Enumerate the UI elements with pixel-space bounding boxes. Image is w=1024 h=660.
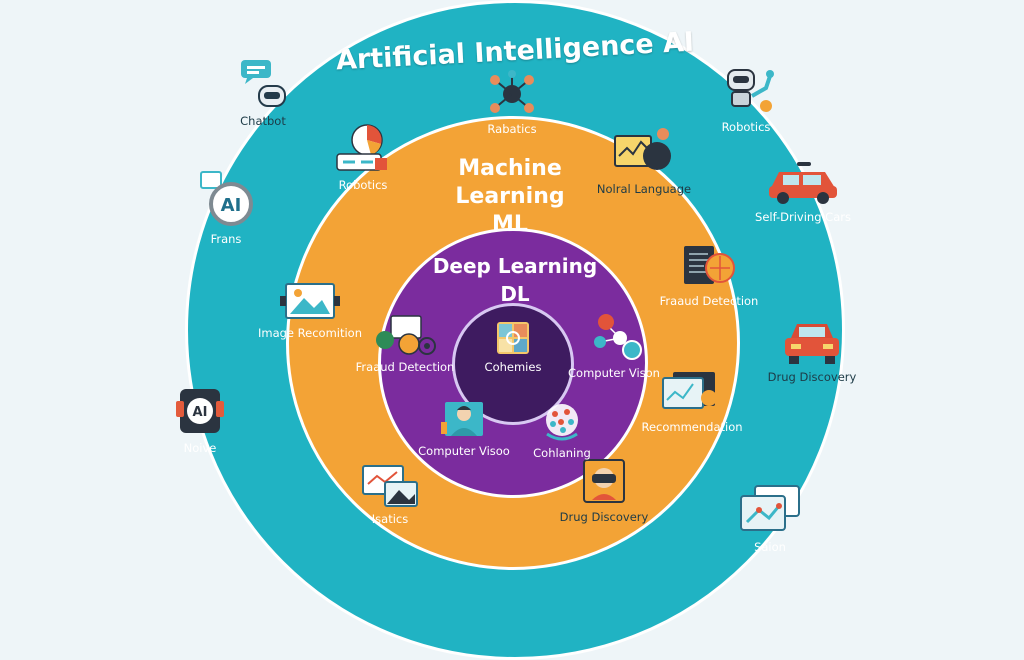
target-gear-icon	[376, 315, 436, 355]
ai-item-recommendation: Recommendation	[636, 370, 748, 434]
outer-item-frans: AI Frans	[186, 170, 266, 246]
ai-item-label: Rabatics	[487, 122, 537, 136]
dl-item-label: Fraaud Detection	[355, 360, 455, 374]
core-node: Cohemies	[466, 320, 560, 374]
svg-text:AI: AI	[221, 195, 242, 216]
chatbot-icon	[241, 60, 286, 107]
outer-item-label: Chatbot	[240, 114, 286, 128]
outer-item-saion: Saion	[730, 484, 810, 554]
document-globe-icon	[684, 246, 735, 284]
ai-item-image-recognition: Image Recomition	[254, 282, 366, 340]
chart-image-icon	[362, 465, 418, 507]
outer-item-chatbot: Chatbot	[218, 58, 308, 128]
ai-item-label: Nolral Language	[596, 182, 692, 196]
ai-item-label: Robotics	[338, 178, 388, 192]
ai-item-robotics: Robotics	[320, 122, 406, 192]
ai-circle-icon: AI	[200, 171, 253, 226]
core-label: Cohemies	[484, 360, 542, 374]
outer-item-label: Frans	[210, 232, 242, 246]
ai-item-fraud-detection: Fraaud Detection	[656, 244, 762, 308]
chart-gear-icon	[614, 128, 671, 170]
outer-item-label: Self-Driving Cars	[755, 210, 851, 224]
outer-item-self-driving-cars: Self-Driving Cars	[750, 160, 856, 224]
monitor-gear-icon	[662, 372, 717, 409]
outer-item-label: Robotics	[721, 120, 771, 134]
outer-item-noive: AI Noive	[160, 385, 240, 455]
ai-item-label: Isatics	[371, 512, 409, 526]
dl-layer-title: Deep Learning DL	[420, 252, 610, 308]
outer-item-robotics: Robotics	[706, 66, 786, 134]
car-front-icon	[785, 324, 839, 364]
ai-robot-icon: AI	[176, 389, 224, 433]
outer-item-label: Noive	[183, 441, 217, 455]
vr-headset-icon	[583, 459, 625, 503]
map-pins-icon	[740, 485, 800, 531]
ai-item-label: Image Recomition	[257, 326, 362, 340]
outer-item-label: Drug Discovery	[767, 370, 857, 384]
ai-item-natural-language: Nolral Language	[594, 126, 694, 196]
dl-item-cohlaning: Cohlaning	[514, 402, 610, 460]
ai-item-label: Recommendation	[641, 420, 743, 434]
dl-item-label: Computer Vison	[568, 366, 660, 380]
molecule-icon	[594, 314, 642, 360]
image-icon	[280, 283, 340, 319]
dl-item-label: Cohlaning	[533, 446, 591, 460]
dl-title-line1: Deep Learning	[432, 254, 598, 278]
brain-dots-icon	[546, 404, 578, 441]
ml-title-line1: Machine Learning	[455, 156, 565, 209]
dl-title-line2: DL	[500, 282, 530, 306]
ai-item-isatics: Isatics	[350, 462, 430, 526]
pie-chart-icon	[336, 124, 387, 171]
ai-item-drug-discovery: Drug Discovery	[554, 456, 654, 524]
ml-layer-title: Machine Learning ML	[400, 155, 620, 239]
ai-item-label: Drug Discovery	[559, 510, 649, 524]
person-screen-icon	[441, 402, 483, 436]
car-icon	[769, 162, 837, 204]
dl-item-fraud-detection: Fraaud Detection	[352, 314, 458, 374]
dl-item-computer-visoo: Computer Visoo	[414, 400, 514, 458]
ml-title-line2: ML	[492, 212, 528, 237]
robot-arm-icon	[727, 69, 774, 112]
outer-item-label: Saion	[754, 540, 786, 554]
outer-item-drug-discovery: Drug Discovery	[760, 318, 864, 384]
grid-map-icon	[497, 322, 529, 354]
network-nodes-icon	[490, 70, 534, 113]
dl-item-computer-vision: Computer Vison	[566, 312, 662, 380]
ai-item-rabatics: Rabatics	[470, 70, 554, 136]
svg-text:AI: AI	[193, 405, 208, 420]
dl-item-label: Computer Visoo	[418, 444, 510, 458]
ai-item-label: Fraaud Detection	[659, 294, 759, 308]
